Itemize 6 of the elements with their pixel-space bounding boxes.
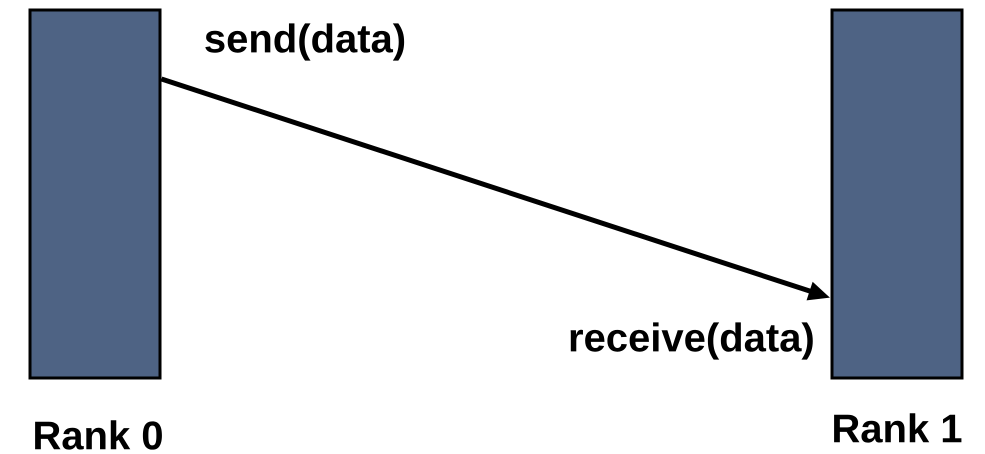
call-label: receive(data) — [570, 322, 813, 360]
bar-caption: Rank 0 — [35, 420, 162, 450]
rank-bar — [28, 8, 162, 380]
call-label: send(data) — [205, 23, 404, 61]
rank-bar — [830, 8, 964, 380]
bar-caption: Rank 1 — [834, 413, 962, 443]
